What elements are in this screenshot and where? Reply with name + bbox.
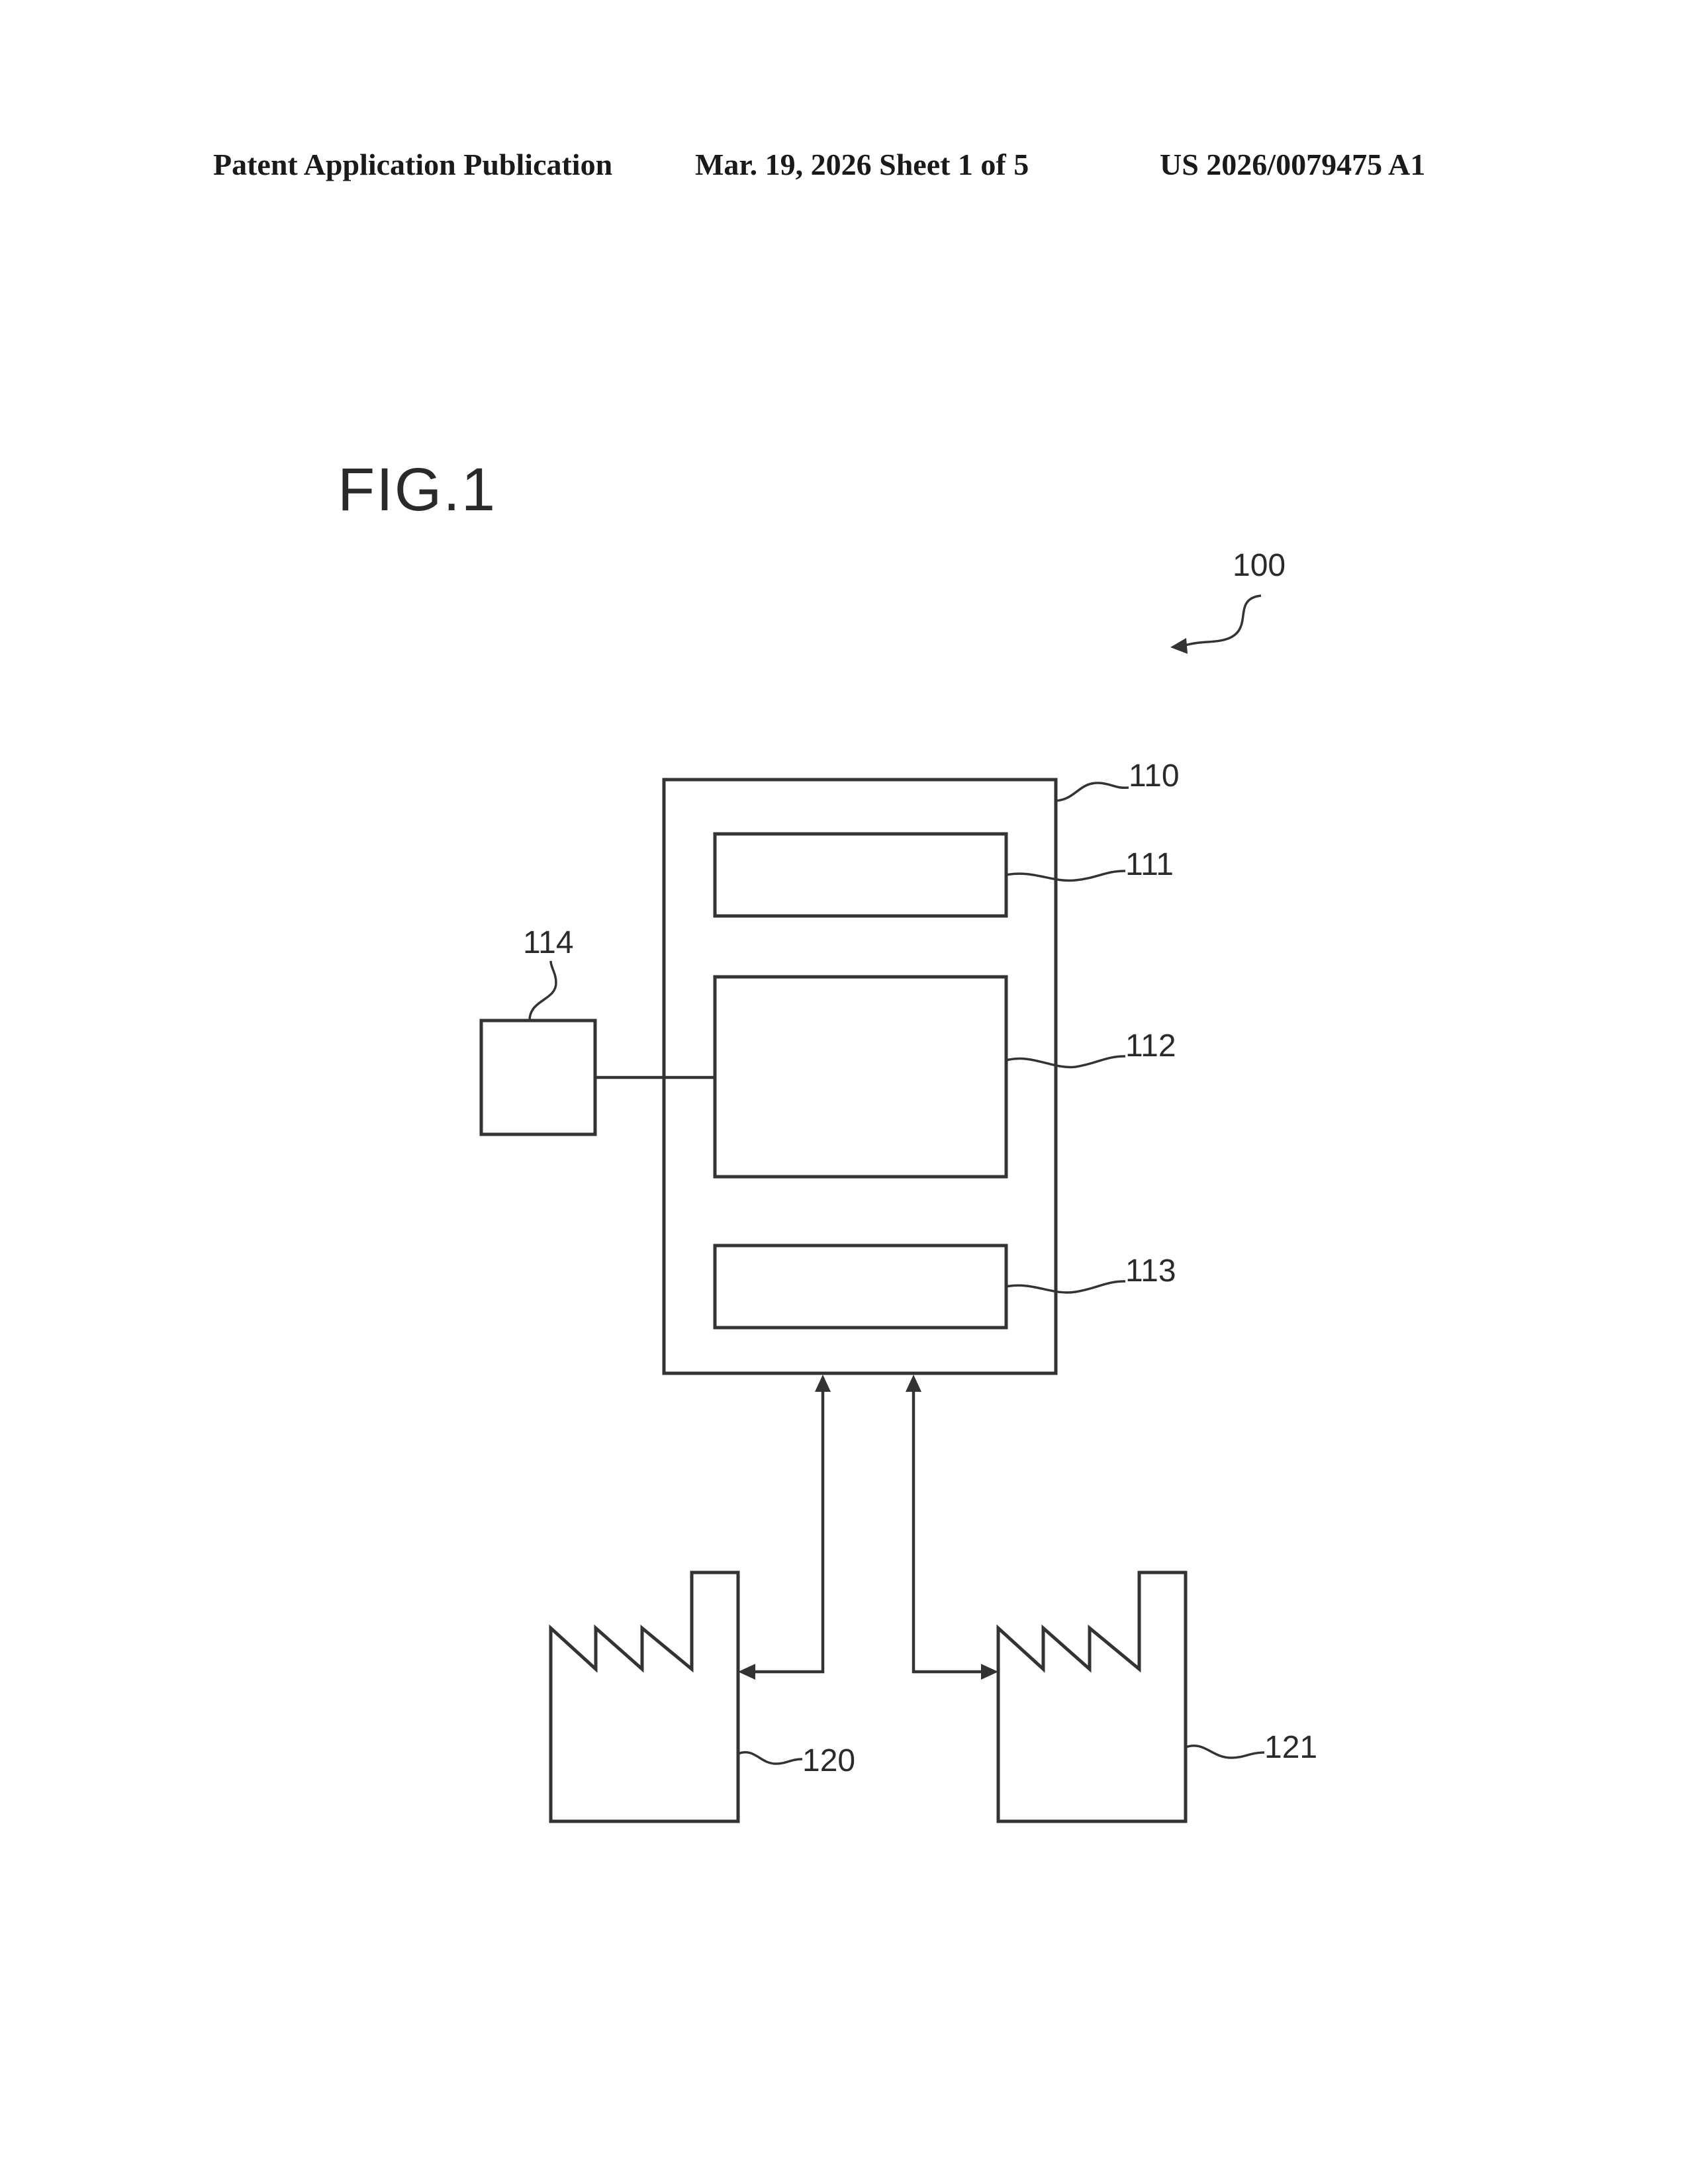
arrow-110-120-head-left <box>738 1664 755 1680</box>
arrow-110-120-line <box>751 1385 823 1672</box>
arrow-110-121-head-up <box>906 1375 921 1392</box>
factory-121-icon <box>998 1572 1186 1821</box>
ref-110-label: 110 <box>1129 758 1180 794</box>
inner-box-113 <box>715 1246 1006 1328</box>
ref-100-label: 100 <box>1233 548 1286 583</box>
ref-112-leader <box>1006 1056 1125 1067</box>
ref-100-leader <box>1185 596 1261 645</box>
ref-112-label: 112 <box>1125 1028 1176 1064</box>
inner-box-112 <box>715 977 1006 1177</box>
arrow-110-120-head-up <box>815 1375 831 1392</box>
ref-121-label: 121 <box>1264 1730 1317 1765</box>
ref-114-label: 114 <box>523 925 574 960</box>
ref-114-leader <box>530 961 556 1021</box>
arrow-110-121-head-right <box>981 1664 998 1680</box>
ref-111-leader <box>1006 871 1125 881</box>
ref-113-leader <box>1006 1281 1125 1293</box>
outer-box-110 <box>664 780 1056 1373</box>
factory-120-icon <box>551 1572 738 1821</box>
ref-111-label: 111 <box>1125 847 1174 882</box>
ref-120-leader <box>738 1752 802 1764</box>
inner-box-111 <box>715 834 1006 916</box>
side-box-114 <box>481 1021 595 1134</box>
ref-110-leader <box>1056 783 1129 801</box>
ref-121-leader <box>1186 1746 1264 1758</box>
ref-100-arrowhead <box>1170 638 1188 654</box>
ref-120-label: 120 <box>802 1743 855 1778</box>
arrow-110-121-line <box>914 1385 985 1672</box>
ref-113-label: 113 <box>1125 1253 1176 1289</box>
